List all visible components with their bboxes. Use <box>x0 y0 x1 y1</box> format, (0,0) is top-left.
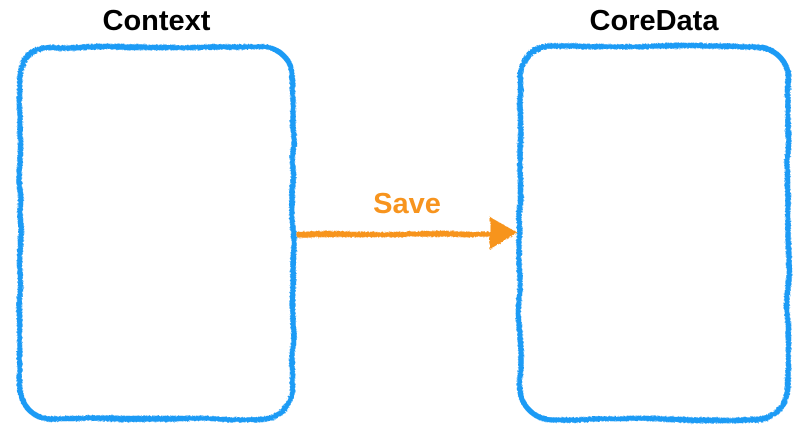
save-arrow <box>296 217 518 250</box>
coredata-box <box>517 44 791 422</box>
save-arrow-head <box>490 217 518 250</box>
coredata-box-title: CoreData <box>589 5 719 37</box>
context-box <box>17 44 296 422</box>
context-box-title: Context <box>102 5 211 37</box>
save-arrow-label: Save <box>373 188 441 220</box>
